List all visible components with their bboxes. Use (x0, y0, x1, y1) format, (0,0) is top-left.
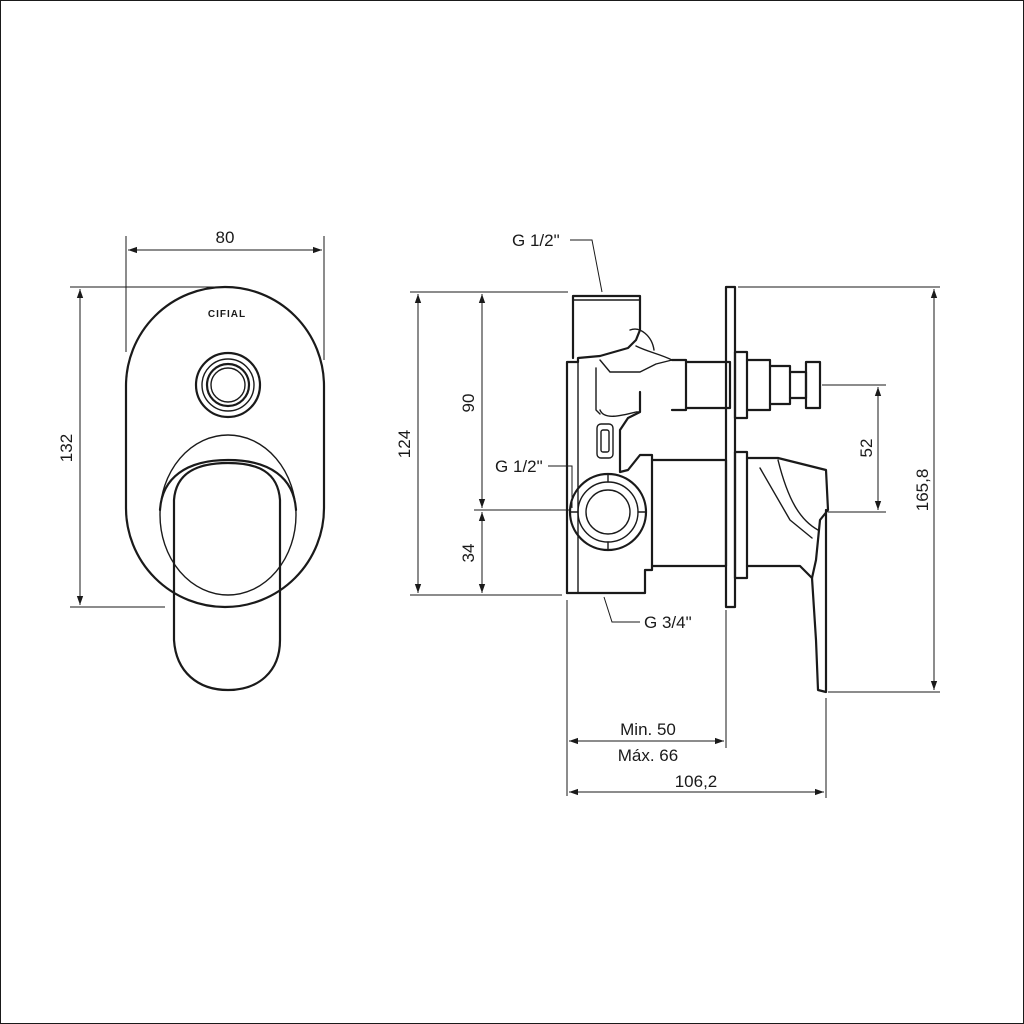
diverter-spindle (670, 350, 822, 420)
thread-mid-callout: G 1/2" (495, 457, 573, 508)
side-lever (745, 456, 830, 694)
dimension-depth: Min. 50 Máx. 66 (566, 600, 727, 796)
brand-logo: CIFIAL (208, 309, 246, 320)
depth-min-label: Min. 50 (620, 720, 676, 739)
thread-mid-label: G 1/2" (495, 457, 543, 476)
lever-handle (158, 434, 298, 692)
dimension-106-2: 106,2 (569, 698, 827, 798)
dimension-height: 132 (57, 286, 225, 608)
dim-124-label: 124 (395, 430, 414, 458)
dimension-165-8: 165,8 (738, 286, 940, 693)
width-label: 80 (216, 228, 235, 247)
front-view: CIFIAL 80 132 (57, 228, 326, 692)
depth-max-label: Máx. 66 (618, 746, 678, 765)
side-view: G 1/2" G 1/2" G 3/4" 124 90 34 (395, 231, 940, 798)
diverter-knob (194, 351, 262, 419)
thread-bottom-callout: G 3/4" (603, 596, 692, 632)
height-label: 132 (57, 434, 76, 462)
dimension-90-34: 90 34 (459, 294, 570, 593)
thread-top-label: G 1/2" (512, 231, 560, 250)
dim-106-2-label: 106,2 (675, 772, 718, 791)
dim-52-label: 52 (857, 439, 876, 458)
thread-bottom-label: G 3/4" (644, 613, 692, 632)
dim-90-label: 90 (459, 394, 478, 413)
side-outlet (568, 472, 648, 552)
valve-body (565, 294, 673, 595)
thread-top-callout: G 1/2" (512, 231, 603, 293)
dim-165-8-label: 165,8 (913, 469, 932, 512)
cartridge-housing (650, 450, 749, 580)
dimension-52: 52 (822, 384, 886, 513)
dimension-124: 124 (395, 291, 568, 596)
wall-plate (724, 285, 737, 609)
dim-34-label: 34 (459, 544, 478, 563)
dimension-width: 80 (125, 228, 325, 360)
front-plate (124, 285, 326, 609)
